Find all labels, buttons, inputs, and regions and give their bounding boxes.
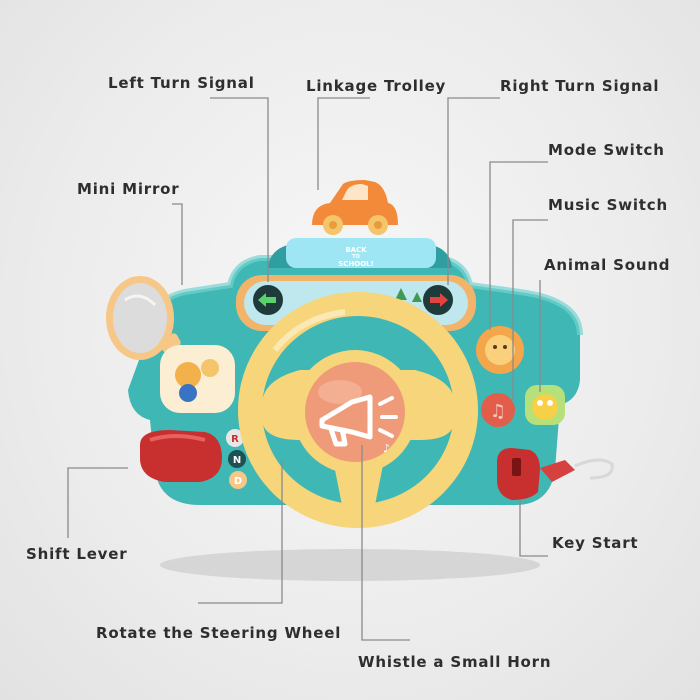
music-switch-button[interactable]: ♫ (481, 393, 515, 427)
label-left-turn-signal: Left Turn Signal (108, 74, 255, 92)
label-mini-mirror: Mini Mirror (77, 180, 180, 198)
leader-right-turn-signal (447, 97, 500, 285)
shift-lever[interactable] (140, 430, 222, 482)
label-rotate-steering-wheel: Rotate the Steering Wheel (96, 624, 342, 642)
leader-steering-wheel (198, 462, 283, 604)
ground-shadow (160, 549, 540, 581)
mode-switch-lion-button[interactable] (476, 326, 524, 374)
leader-left-turn-signal (210, 97, 269, 282)
label-shift-lever: Shift Lever (26, 545, 128, 563)
key-start[interactable] (497, 448, 614, 500)
back-to-school-screen: BACK TO SCHOOL! (268, 238, 452, 268)
megaphone-icon (319, 394, 373, 447)
horn-music-note-icon: ♪ (383, 442, 390, 455)
label-mode-switch: Mode Switch (548, 141, 665, 159)
leader-shift-lever (67, 467, 128, 538)
gear-indicator: R N D (226, 429, 247, 489)
screen-text-school: SCHOOL! (338, 260, 374, 268)
leader-mini-mirror (172, 203, 183, 285)
label-key-start: Key Start (552, 534, 639, 552)
callout-lines (67, 97, 548, 641)
leader-music-switch (512, 219, 548, 400)
label-right-turn-signal: Right Turn Signal (500, 77, 660, 95)
screen-text-back: BACK (345, 246, 367, 254)
leader-linkage-trolley (317, 97, 370, 190)
screen-text-to: TO (352, 254, 360, 260)
music-note-icon: ♫ (490, 401, 506, 422)
right-arrow-icon (430, 293, 448, 307)
horn-button[interactable]: ♪ (305, 362, 405, 462)
leader-mode-switch (489, 161, 548, 330)
leader-key-start (519, 500, 548, 557)
label-whistle-horn: Whistle a Small Horn (358, 653, 552, 671)
gear-letter-r: R (231, 434, 239, 445)
left-arrow-icon (258, 293, 276, 307)
animal-sound-frog-button[interactable] (525, 385, 565, 425)
linkage-trolley-car[interactable] (312, 180, 398, 235)
label-animal-sound: Animal Sound (544, 256, 671, 274)
gear-letter-n: N (233, 455, 241, 466)
gear-letter-d: D (234, 476, 242, 487)
label-music-switch: Music Switch (548, 196, 668, 214)
label-linkage-trolley: Linkage Trolley (306, 77, 447, 95)
animal-sticker-panel (160, 345, 235, 413)
leader-horn (361, 445, 410, 641)
mini-mirror[interactable] (106, 276, 182, 360)
